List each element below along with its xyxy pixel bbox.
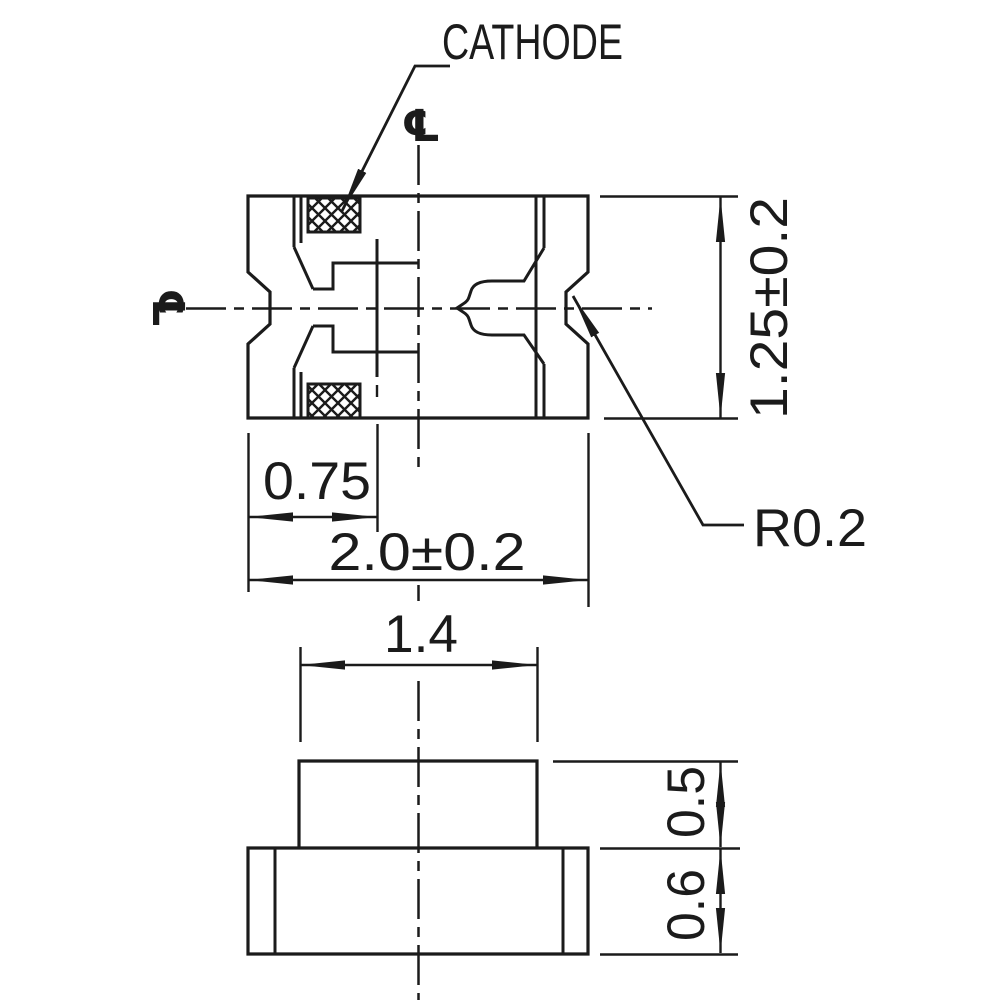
left-terminal-line-lower xyxy=(292,368,303,418)
dim-text-pad: 0.75 xyxy=(263,452,371,511)
centerlines: ℄ ℄ xyxy=(142,101,652,1000)
cathode-label: CATHODE xyxy=(442,14,623,70)
left-lead-chamfer-lower xyxy=(292,325,315,369)
dim-text-height: 1.25±0.2 xyxy=(740,197,799,419)
cathode-callout: CATHODE xyxy=(340,14,623,212)
dim-text-base-height: 0.6 xyxy=(657,869,716,941)
cathode-leader xyxy=(340,64,450,212)
dim-height-1-25: 1.25±0.2 xyxy=(600,195,799,420)
centerline-symbol-left: ℄ xyxy=(142,288,193,327)
dim-text-lens-height: 0.5 xyxy=(657,766,716,838)
radius-label: R0.2 xyxy=(753,499,867,558)
side-view-base-outline xyxy=(246,846,590,956)
side-view-lens-outline xyxy=(297,759,539,848)
dim-text-lens-width: 1.4 xyxy=(384,605,458,664)
dim-text-width: 2.0±0.2 xyxy=(329,523,526,582)
centerline-symbol-top: ℄ xyxy=(401,101,440,152)
dim-lens-height-0-5: 0.5 xyxy=(553,760,740,850)
left-lead-chamfer-upper xyxy=(292,246,315,290)
dim-width-2-0: 2.0±0.2 xyxy=(248,433,590,607)
side-view-terminal-lines xyxy=(273,848,565,954)
dim-base-height-0-6: 0.6 xyxy=(600,849,738,956)
radius-leader xyxy=(571,295,744,527)
cathode-mark-bottom xyxy=(306,382,362,420)
top-view-body-outline xyxy=(246,194,590,420)
dim-cathode-pad-0-75: 0.75 xyxy=(247,424,379,592)
radius-callout: R0.2 xyxy=(571,295,867,558)
left-terminal-line-upper xyxy=(292,196,303,247)
side-view xyxy=(246,759,590,956)
dim-lens-width-1-4: 1.4 xyxy=(299,605,539,742)
cathode-mark-top xyxy=(306,196,362,234)
